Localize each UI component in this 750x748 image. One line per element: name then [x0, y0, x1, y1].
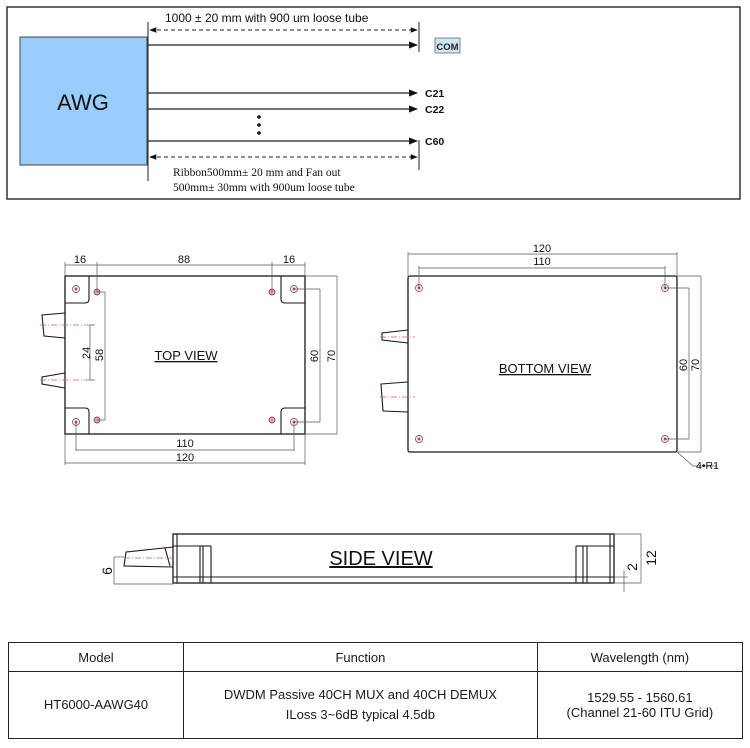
function-line-2: ILoss 3~6dB typical 4.5db	[285, 707, 435, 722]
dim-corner-radius: 4•R1	[696, 460, 719, 472]
dim-right-outer: 70	[690, 359, 702, 371]
cell-function: DWDM Passive 40CH MUX and 40CH DEMUX ILo…	[183, 671, 538, 739]
dim-right-margin: 16	[283, 254, 295, 266]
table-row: HT6000-AAWG40 DWDM Passive 40CH MUX and …	[8, 671, 744, 739]
dim-total-height: 12	[643, 550, 659, 566]
schematic-panel: AWG 1000 ± 20 mm with 900 um loose tube …	[6, 6, 741, 200]
dim-top-outer: 120	[533, 243, 551, 255]
com-dimension-text: 1000 ± 20 mm with 900 um loose tube	[165, 11, 369, 25]
dim-bottom-inner: 110	[176, 438, 194, 450]
awg-label: AWG	[57, 90, 109, 115]
dim-inner-hole-height: 58	[94, 349, 106, 361]
com-label: COM	[436, 42, 458, 53]
wavelength-line-1: 1529.55 - 1560.61	[587, 690, 693, 705]
fiber-connector-icon	[41, 312, 66, 389]
dim-hole-span: 88	[178, 254, 190, 266]
channel-label-c21: C21	[425, 88, 444, 100]
dim-right-inner: 60	[678, 359, 690, 371]
ribbon-note-line1: Ribbon500mm± 20 mm and Fan out	[173, 167, 341, 179]
com-label-box	[434, 37, 461, 54]
top-view	[40, 262, 338, 465]
bottom-view	[380, 252, 717, 467]
ellipsis-dot	[257, 123, 261, 127]
spec-table: Model Function Wavelength (nm) HT6000-AA…	[8, 642, 744, 739]
dim-bottom-outer: 120	[176, 452, 194, 464]
dim-connector-height: 6	[99, 567, 115, 575]
top-view-title: TOP VIEW	[154, 348, 218, 363]
bottom-view-labels: 120 110 60 70 4•R1 BOTTOM VIEW	[499, 243, 719, 472]
dim-left-margin: 16	[74, 254, 86, 266]
bottom-view-title: BOTTOM VIEW	[499, 361, 592, 376]
ellipsis-dot	[257, 131, 261, 135]
ribbon-note-line2: 500mm± 30mm with 900um loose tube	[173, 182, 355, 194]
top-view-labels: 16 88 16 24 58 60 70 110 120 TOP VIEW	[74, 254, 338, 464]
side-view	[113, 533, 642, 592]
function-line-1: DWDM Passive 40CH MUX and 40CH DEMUX	[223, 687, 497, 702]
side-view-labels: SIDE VIEW 6 2 12	[99, 548, 659, 575]
ellipsis-dot	[257, 115, 261, 119]
table-header-row: Model Function Wavelength (nm)	[8, 642, 744, 672]
channel-label-c22: C22	[425, 104, 444, 116]
fiber-connector-icon	[123, 546, 174, 568]
channel-label-c60: C60	[425, 136, 444, 148]
fiber-connector-icon	[380, 329, 409, 413]
header-wavelength: Wavelength (nm)	[536, 642, 744, 672]
dim-connector-pitch: 24	[81, 347, 93, 359]
awg-block	[19, 36, 148, 166]
dim-right-inner: 60	[309, 350, 321, 362]
dim-right-outer: 70	[326, 350, 338, 362]
cell-wavelength: 1529.55 - 1560.61 (Channel 21-60 ITU Gri…	[536, 671, 744, 739]
dim-top-inner: 110	[533, 256, 551, 268]
wavelength-line-2: (Channel 21-60 ITU Grid)	[566, 705, 714, 720]
side-view-title: SIDE VIEW	[329, 548, 432, 570]
cell-model: HT6000-AAWG40	[8, 671, 184, 739]
header-model: Model	[8, 642, 184, 672]
drawing-canvas: AWG 1000 ± 20 mm with 900 um loose tube …	[6, 6, 741, 592]
header-function: Function	[183, 642, 538, 672]
dim-base-height: 2	[624, 563, 640, 571]
